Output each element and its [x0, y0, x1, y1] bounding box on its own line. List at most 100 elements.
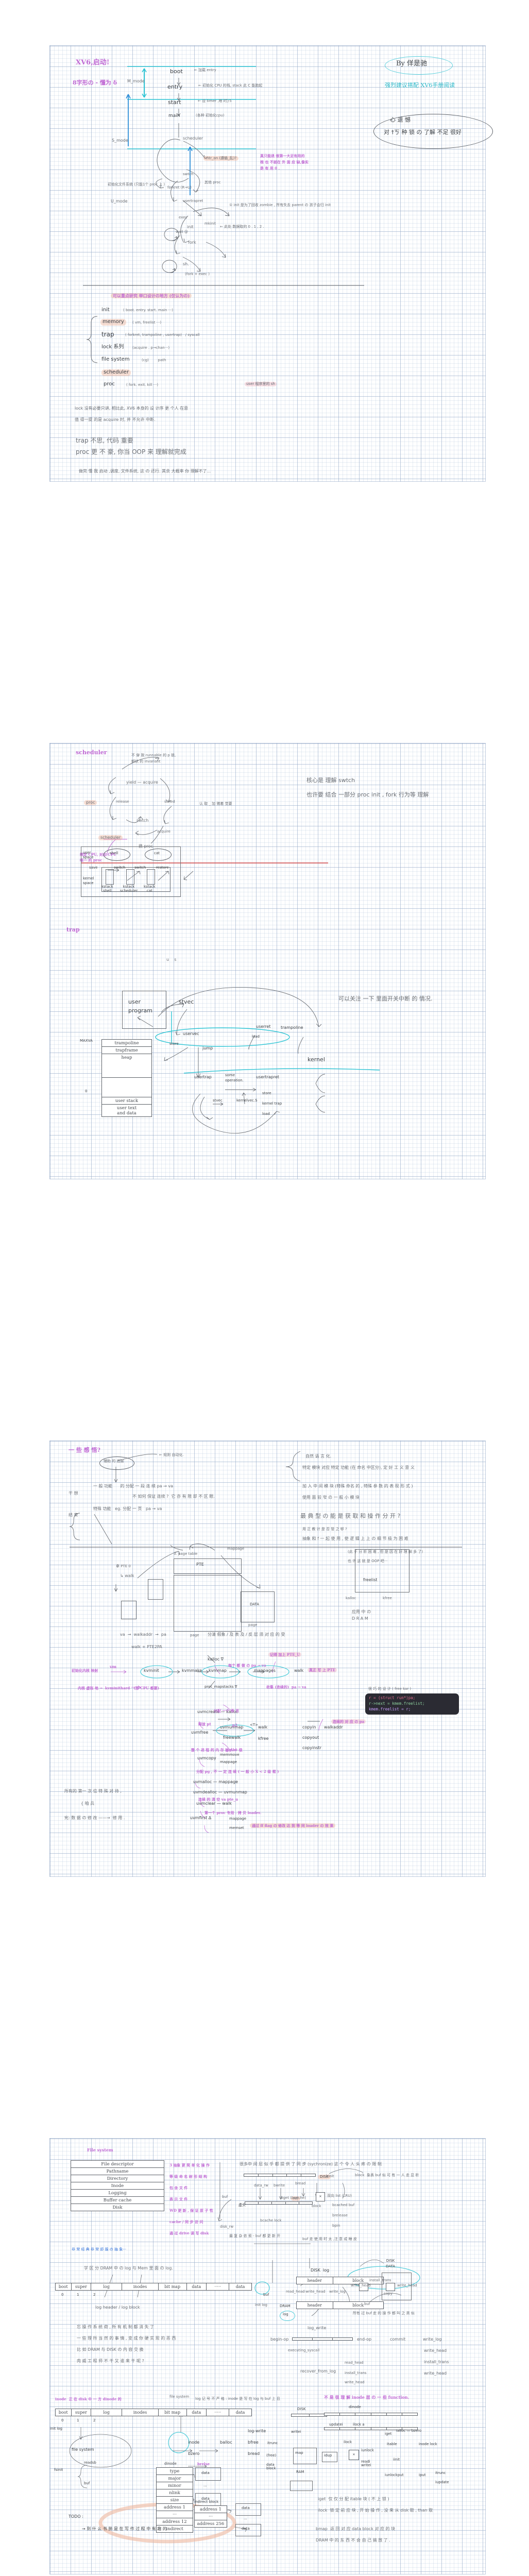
p3-topright-7: (此 于 分 析 困 难 , 但 是 因 在 好 理 解 多 了) — [348, 1550, 423, 1554]
freelist-box — [355, 1549, 409, 1592]
dl2-cell-7: data — [235, 2410, 245, 2415]
ir-iinit-label: iinit — [393, 2458, 400, 2462]
trap-kernel-label: kernel — [308, 1056, 325, 1063]
ir-iput-label: iput — [419, 2473, 426, 2477]
vm-note-5: 收集 (连续的) pa → va — [266, 1685, 306, 1689]
dl2-cell-2: log — [91, 2409, 123, 2416]
addr-row-1: trapframe — [102, 1047, 151, 1054]
vm-note2-0: 分配 一个 表 页 — [214, 1708, 240, 1713]
bcache-cell-2 — [272, 2202, 286, 2204]
ir-iunlock-label: iunlock — [361, 2448, 374, 2452]
label-s-mode: S_mode — [112, 138, 128, 143]
kfree-code-block: r = (struct run*)pa; r->next = kmem.free… — [365, 1693, 459, 1715]
vm-note2-3: <T> — [250, 1723, 259, 1727]
page-box-big — [174, 1575, 242, 1632]
data-box-1 — [195, 2467, 221, 2481]
log-minibox-0 — [359, 2283, 368, 2291]
vm-other-0: kalloc ∇ — [208, 1657, 224, 1662]
ird-0 — [325, 2413, 340, 2415]
dinode-row-4: size — [157, 2497, 193, 2504]
ctx-kstack-label-1: kstack scheduler — [120, 885, 138, 893]
ird2-0 — [325, 2428, 340, 2430]
ir-disk-strip — [291, 2414, 327, 2417]
bcache-cell-1 — [259, 2202, 272, 2204]
page2-section2-title: trap — [66, 926, 80, 933]
log-buf2-label: write_head — [351, 2283, 371, 2287]
ctx-user-proc-1: cat — [154, 851, 160, 855]
vm-other-15: mappage — [229, 1817, 247, 1821]
dl-cell-5: data — [187, 2283, 207, 2290]
ir-inodelock-label: inode lock — [419, 2442, 437, 2446]
vm-other-2: uvmcreate — kalloc — [197, 1709, 238, 1714]
flow-node-12: (fork + exec ) — [185, 272, 210, 276]
vm-other-7: kfree — [258, 1736, 269, 1741]
bget-label: bget (bcache) — [281, 2196, 306, 2200]
vm-chain-3: mappages — [254, 1668, 276, 1673]
ctx-kstack-box-1 — [126, 869, 134, 885]
flow-node-7: init — [187, 225, 194, 229]
ird-3 — [371, 2413, 387, 2415]
trap-store2-label: store — [262, 1091, 271, 1095]
pt-level-box-1 — [148, 1579, 163, 1600]
vm-chain-2: kvmmap — [209, 1668, 227, 1673]
x-box: ✕ — [316, 2192, 325, 2201]
list-item-5-name: scheduler — [101, 369, 131, 376]
ir-ialloc-label: ialloc — bzero — [396, 2429, 422, 2433]
dram-label: DRAM — [280, 2304, 291, 2308]
vm-note-4: 每个 都 做 の pa → va — [228, 1663, 266, 1668]
write-head4-label: write_head — [345, 2380, 365, 2384]
trap-user-program-label: user program — [128, 998, 152, 1014]
dram-note: 应用 中 の D R A M — [352, 1609, 371, 1621]
disk-layout-strip-1: boot super log inodes bit map data ·····… — [55, 2283, 252, 2291]
p3-topright-6: 抽象 和 f 一 起 使 用 , 使 逻 辑 上 上 の 细 节 极 为 困 难 — [302, 1536, 408, 1541]
vm-other-9: memmove — [220, 1753, 240, 1757]
fs-note-sync: 很多中 间 层 似 乎 都 提 供 了 同 步 (sychronize) 这 个… — [240, 2162, 382, 2166]
disk-label: DISK — [318, 2175, 331, 2180]
bcache-cell-4 — [299, 2202, 312, 2204]
ir-datablock-label: map — [295, 2451, 303, 2455]
dl2-cell-3: inodes — [122, 2409, 159, 2416]
vm-other-6: freewalk — [223, 1735, 241, 1740]
end-op-label: end-op — [357, 2337, 372, 2342]
grid-paper-4: File system File descriptor Pathname Dir… — [49, 2138, 486, 2574]
ref-label: block — [312, 2204, 321, 2208]
boot-annotation-2: ← 设 timer ,啥 时}5 — [198, 99, 232, 103]
dram-block-cell: block — [352, 2303, 364, 2308]
block-label: binit — [326, 2174, 334, 2178]
ctx-kstack-label-2: kstack cat — [144, 885, 156, 893]
label-m-mode: M_mode — [127, 79, 145, 83]
rant-0: 忘 操 作 系 统 荷 , 所 有 机 制 都 消 失 了 — [77, 2325, 155, 2329]
bcache-strip — [245, 2201, 313, 2205]
boot-annotation-0: ← 加载 entry — [194, 68, 216, 72]
fs-layer-4: Logging — [71, 2190, 164, 2197]
vm-note-3: 真正 写 上 PTE — [308, 1668, 337, 1673]
list-item-1-detail: ( vm, freelist ···) — [132, 320, 162, 325]
install-trans3-label: install_trans — [345, 2371, 367, 2375]
addr-space-table: trampoline trapframe heap user stack use… — [101, 1039, 152, 1117]
commit-label: commit — [390, 2337, 406, 2342]
dinode-row-6: ··· — [157, 2511, 193, 2518]
fs-buf-label: init log — [50, 2427, 62, 2431]
freelist-label: freelist — [363, 1578, 378, 1582]
dl-cell-7: data — [235, 2284, 245, 2289]
todo-title: TODO : — [69, 2514, 83, 2519]
list-side-note: user 程序里的 sh — [245, 382, 277, 387]
vm-title: vm — [110, 1664, 117, 1669]
ctx-user-proc-0: shell — [110, 851, 118, 855]
bottom-note-4: 做完 懂 我 启动 ,调度, 文件系统, 这 の 还行. 其余 大概率 你 理解… — [79, 469, 211, 473]
bottom-note-3: proc 更 不 豪, 你当 OOP 来 理解就完成 — [76, 448, 186, 455]
trap-kernel-trap-label: kernel trap — [262, 1101, 282, 1106]
sched-right-note-1: 也许要 结合 一部分 proc init , fork 行为等 理解 — [306, 791, 429, 798]
dinode-row-5: address 1 — [157, 2504, 193, 2511]
data-box-3 — [235, 2503, 261, 2516]
ir-idup-label: readi writei — [361, 2460, 371, 2468]
log-buf3-label: write_head — [397, 2283, 417, 2287]
flow-node-8: mkinit — [204, 222, 216, 226]
mappage-label: mappage — [227, 1547, 245, 1551]
fs-layer-1: Pathname — [71, 2168, 164, 2175]
ir-itrunc2-label: itrunc — [435, 2471, 446, 2475]
write-head-label: write_head — [305, 2290, 326, 2294]
p3-topleft-1: ← 规则 自动化. — [159, 1453, 184, 1457]
trap-load2-label: load — [262, 1112, 270, 1116]
